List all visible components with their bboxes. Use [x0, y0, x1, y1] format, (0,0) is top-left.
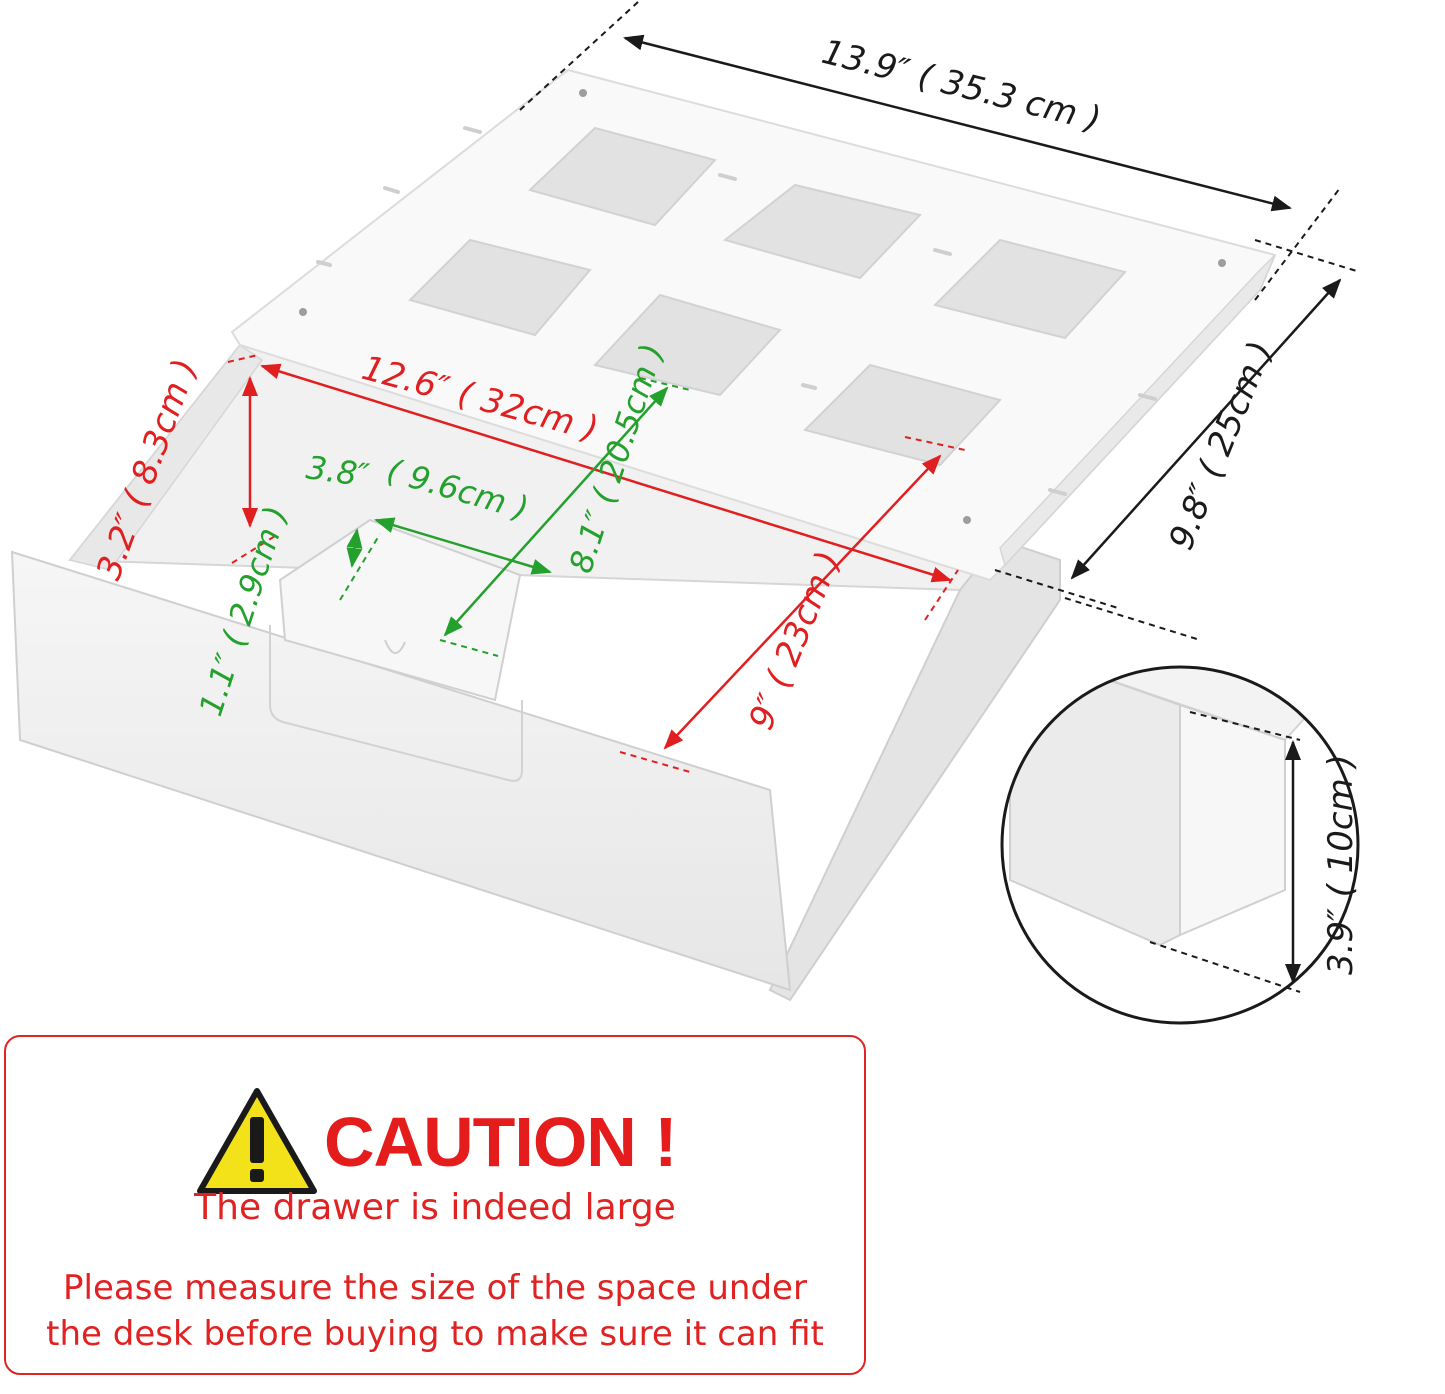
warning-triangle-icon [197, 1088, 317, 1194]
tray-height-arrow [346, 528, 363, 568]
caution-message-measure: Please measure the size of the space und… [6, 1265, 864, 1357]
tray-width-in-label: 3.8″ [304, 448, 372, 494]
inner-depth-arrow [663, 454, 942, 750]
caution-box: CAUTION ! The drawer is indeed large Ple… [4, 1035, 866, 1375]
dimension-lines-black [519, 1, 1361, 609]
hook-detail-inset [1000, 597, 1360, 1025]
caution-title: CAUTION ! [324, 1103, 678, 1181]
depth-right-arrow [1070, 278, 1342, 580]
tray-depth-arrow [443, 386, 669, 637]
caution-message-line-2: the desk before buying to make sure it c… [46, 1314, 824, 1354]
hook-height-label: 3.9″ ( 10cm ) [1321, 754, 1361, 975]
dimension-lines-green [339, 377, 691, 657]
caution-message-size: The drawer is indeed large [194, 1187, 676, 1228]
caution-message-line-1: Please measure the size of the space und… [63, 1268, 807, 1308]
width-top-arrow [623, 34, 1292, 212]
caution-header: CAUTION ! [6, 1077, 864, 1197]
